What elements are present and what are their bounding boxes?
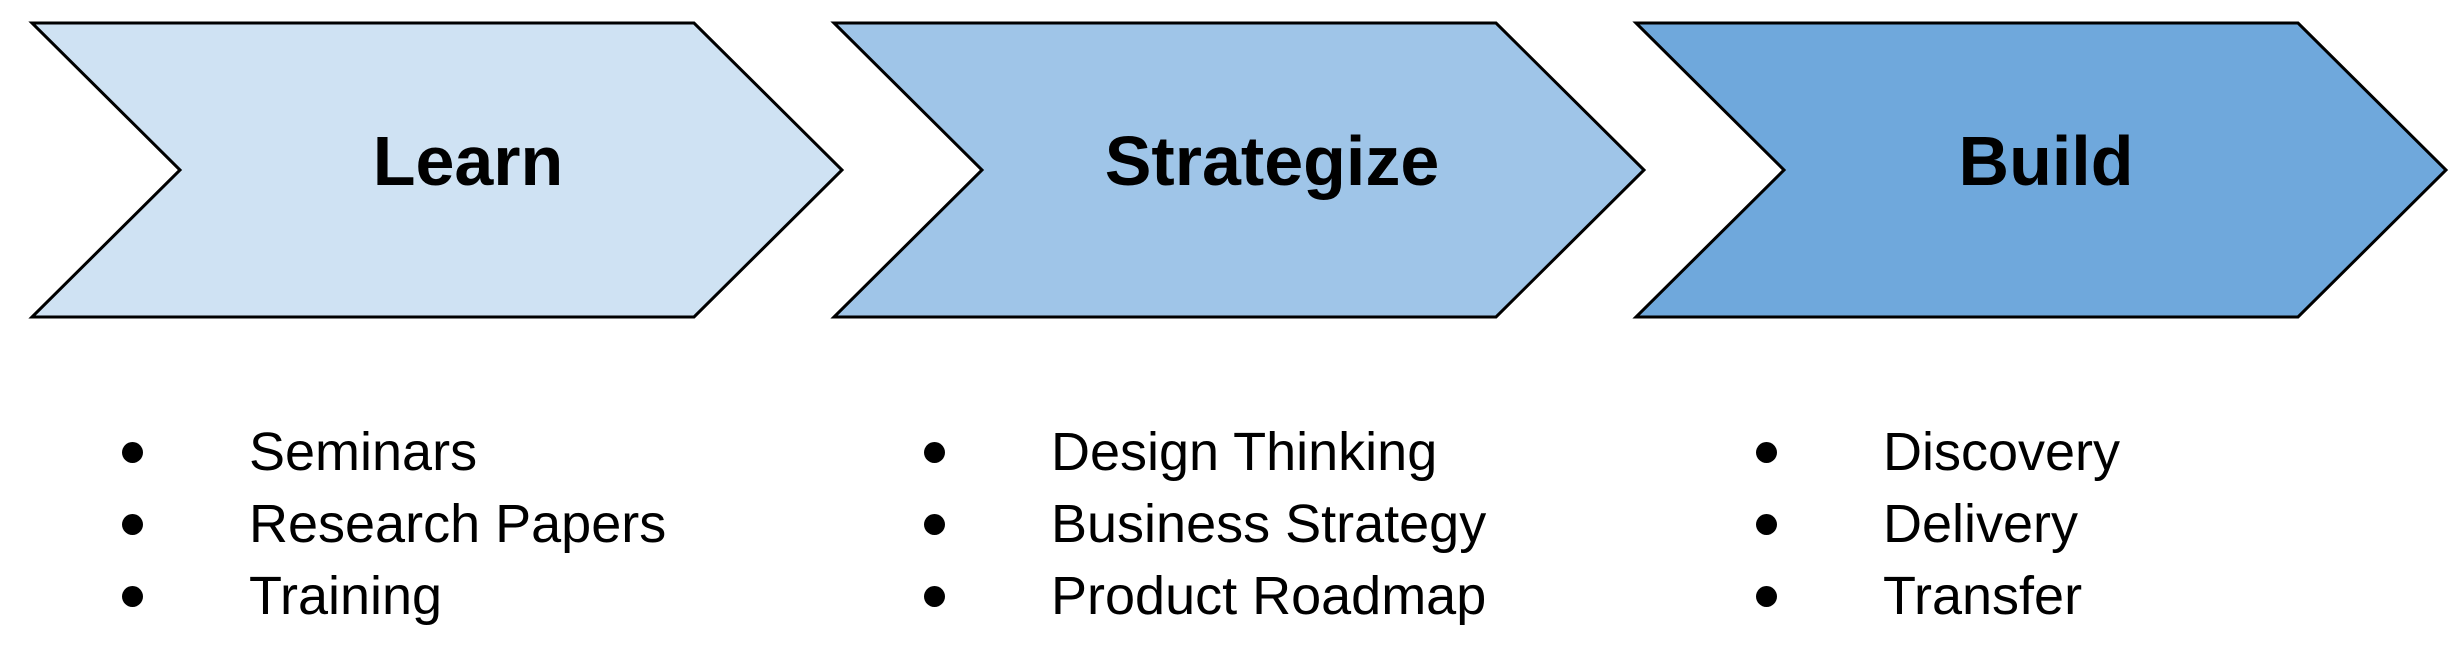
stage-learn: Learn bbox=[28, 21, 845, 319]
list-item-label: Discovery bbox=[1883, 422, 2121, 482]
chevron-learn bbox=[28, 21, 845, 319]
chevron-strategize bbox=[830, 21, 1647, 319]
bullet-icon bbox=[924, 514, 945, 535]
list-item-label: Seminars bbox=[249, 422, 478, 482]
bullet-icon bbox=[122, 442, 143, 463]
bullet-icon bbox=[1756, 514, 1777, 535]
stage-title-strategize: Strategize bbox=[1105, 122, 1440, 200]
list-item-label: Business Strategy bbox=[1051, 494, 1487, 554]
bullet-icon bbox=[924, 442, 945, 463]
list-item-label: Transfer bbox=[1883, 566, 2083, 626]
bullet-icon bbox=[122, 514, 143, 535]
stage-title-build: Build bbox=[1959, 122, 2134, 200]
list-item-label: Training bbox=[249, 566, 443, 626]
stage-build: Build bbox=[1632, 21, 2449, 319]
bullet-icon bbox=[1756, 586, 1777, 607]
list-item-label: Delivery bbox=[1883, 494, 2079, 554]
list-item-label: Design Thinking bbox=[1051, 422, 1438, 482]
bullet-icon bbox=[1756, 442, 1777, 463]
chevron-build bbox=[1632, 21, 2449, 319]
bullet-icon bbox=[122, 586, 143, 607]
bullet-icon bbox=[924, 586, 945, 607]
list-item-label: Product Roadmap bbox=[1051, 566, 1487, 626]
stage-title-learn: Learn bbox=[373, 122, 564, 200]
list-item-label: Research Papers bbox=[249, 494, 667, 554]
stage-strategize: Strategize bbox=[830, 21, 1647, 319]
